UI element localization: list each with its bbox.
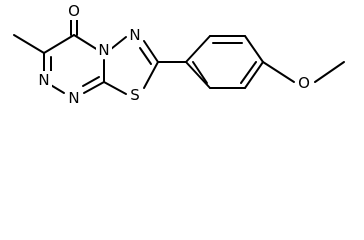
atom-label-nitrogen-bridgehead: N bbox=[98, 41, 109, 59]
bond-c4-c3 bbox=[43, 34, 75, 54]
bond-n5-c4 bbox=[73, 34, 99, 51]
molecule-drawing: O N N N N S O bbox=[13, 2, 345, 107]
bond-ar-4 bbox=[244, 61, 264, 89]
methoxy-group bbox=[262, 61, 345, 83]
atom-labels: O N N N N S O bbox=[36, 2, 312, 107]
bond-n6-c7-inner bbox=[139, 47, 152, 65]
atom-label-nitrogen-thiadiazole: N bbox=[129, 26, 140, 44]
atom-label-sulfur: S bbox=[130, 86, 140, 104]
bond-c7-s bbox=[143, 61, 159, 89]
atom-label-nitrogen-2: N bbox=[38, 71, 49, 89]
bond-n1-c8a-inner bbox=[82, 76, 100, 87]
chemical-structure-diagram: O N N N N S O bbox=[13, 2, 345, 107]
carbonyl-group bbox=[70, 19, 78, 36]
atom-label-carbonyl-oxygen: O bbox=[68, 2, 80, 20]
triazinone-ring bbox=[43, 34, 105, 94]
bond-n1-c8a bbox=[83, 81, 105, 94]
bond-ar-o bbox=[262, 61, 295, 83]
bond-o-ch3 bbox=[314, 61, 345, 83]
bond-ar-1 bbox=[185, 35, 211, 63]
bond-ar-3 bbox=[244, 35, 264, 63]
bond-ar-inner-2 bbox=[240, 61, 257, 84]
methoxyphenyl-ring bbox=[185, 35, 264, 89]
bond-n5-n6 bbox=[110, 36, 127, 50]
thiadiazole-ring bbox=[103, 36, 159, 95]
bond-s-c8a bbox=[103, 81, 127, 95]
atom-label-nitrogen-1: N bbox=[68, 89, 79, 107]
bond-ar-inner-3 bbox=[192, 61, 208, 84]
bond-n6-c7 bbox=[143, 40, 159, 63]
atom-label-methoxy-oxygen: O bbox=[298, 74, 310, 92]
bond-c3-methyl bbox=[13, 34, 45, 54]
bond-ar-6 bbox=[185, 61, 211, 89]
